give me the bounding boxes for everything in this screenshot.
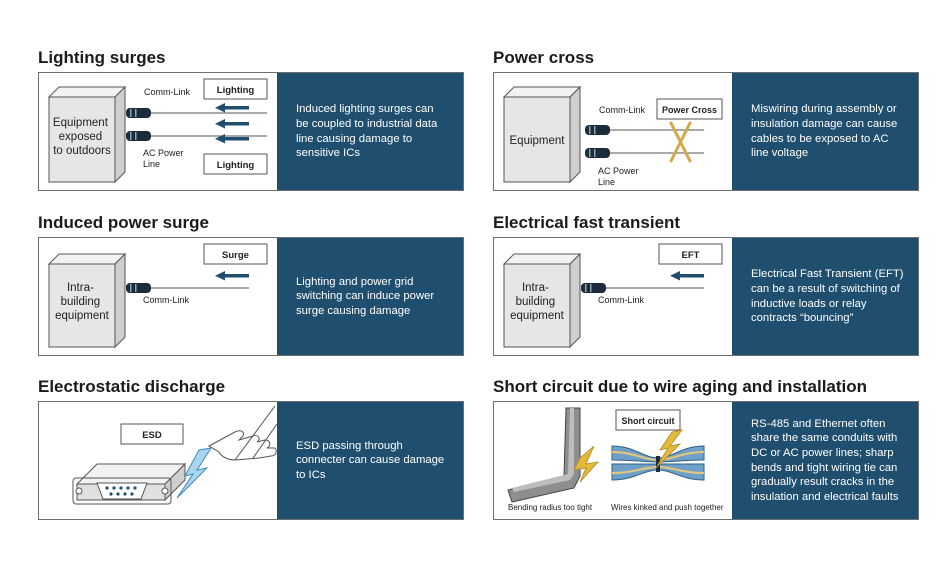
panel-card: Equipment exposed to outdoors Comm-Link … xyxy=(38,72,464,191)
power-cross-illustration: Equipment Comm-Link AC Power Line Power … xyxy=(502,85,723,187)
db9-connector-icon xyxy=(72,462,187,505)
cross-icon xyxy=(669,121,692,163)
panel-description: ESD passing through connecter can cause … xyxy=(277,402,463,519)
equipment-label: Equipment exposed to outdoors xyxy=(53,117,111,157)
eft-illustration: Intra- building equipment Comm-Link EFT xyxy=(502,243,723,349)
panel-card: ESD E xyxy=(38,401,464,520)
equipment-label: Intra- building equipment xyxy=(55,282,110,322)
panel-title: Induced power surge xyxy=(38,213,209,232)
ac-power-label: AC Power Line xyxy=(598,166,641,187)
induced-surge-illustration: Intra- building equipment Comm-Link Surg… xyxy=(47,243,268,349)
panel-card: Equipment Comm-Link AC Power Line Power … xyxy=(493,72,919,191)
panel-description: Miswiring during assembly or insulation … xyxy=(732,73,918,190)
short-circuit-tag xyxy=(615,409,681,431)
caption-right: Wires kinked and push together xyxy=(611,503,724,512)
surge-arrow-icon xyxy=(215,271,249,281)
panel-description: Lighting and power grid switching can in… xyxy=(277,238,463,355)
lighting-tag-top-text: Lighting xyxy=(217,85,255,96)
panel-title: Power cross xyxy=(493,48,595,67)
comm-link-label: Comm-Link xyxy=(144,87,191,97)
surge-arrow-icon xyxy=(215,103,249,144)
short-circuit-illustration: Bending radius too tight Short circuit W… xyxy=(507,407,724,512)
connector xyxy=(126,283,151,293)
bent-cable-icon xyxy=(507,407,600,503)
equipment-box xyxy=(503,96,571,183)
equipment-label: Intra- building equipment xyxy=(510,282,565,322)
connector-bottom xyxy=(126,131,151,141)
panel-card: Bending radius too tight Short circuit W… xyxy=(493,401,919,520)
hand-icon xyxy=(207,405,277,461)
panel-description: Electrical Fast Transient (EFT) can be a… xyxy=(732,238,918,355)
equipment-box xyxy=(48,96,116,183)
eft-tag xyxy=(658,243,723,265)
surge-tag-text: Surge xyxy=(222,250,249,261)
kinked-wires-icon xyxy=(611,429,705,481)
panel-description: RS-485 and Ethernet often share the same… xyxy=(732,402,918,519)
panel-description: Induced lighting surges can be coupled t… xyxy=(277,73,463,190)
connector-bottom xyxy=(585,148,610,158)
comm-link-label: Comm-Link xyxy=(598,295,645,305)
esd-illustration: ESD xyxy=(72,405,277,505)
eft-arrow-icon xyxy=(670,271,704,281)
ac-power-label: AC Power Line xyxy=(143,148,186,169)
power-cross-tag xyxy=(656,98,723,120)
panel-title: Electrical fast transient xyxy=(493,213,681,232)
connector xyxy=(581,283,606,293)
panel-title: Lighting surges xyxy=(38,48,166,67)
comm-link-label: Comm-Link xyxy=(143,295,190,305)
equipment-box xyxy=(503,263,571,348)
panel-title: Short circuit due to wire aging and inst… xyxy=(493,377,868,396)
esd-tag xyxy=(120,423,184,445)
lighting-surges-illustration: Equipment exposed to outdoors Comm-Link … xyxy=(47,78,268,184)
esd-spark-icon xyxy=(176,447,213,499)
lighting-tag-top xyxy=(203,78,268,100)
surge-tag xyxy=(203,243,268,265)
panel-card: Intra- building equipment Comm-Link EFT … xyxy=(493,237,919,356)
lighting-tag-bottom-text: Lighting xyxy=(217,160,255,171)
caption-left: Bending radius too tight xyxy=(508,503,593,512)
esd-tag-text: ESD xyxy=(142,430,162,441)
eft-tag-text: EFT xyxy=(682,250,700,261)
panel-title: Electrostatic discharge xyxy=(38,377,226,396)
panel-card: Intra- building equipment Comm-Link Surg… xyxy=(38,237,464,356)
equipment-label: Equipment xyxy=(510,135,566,147)
lighting-tag-bottom xyxy=(203,153,268,175)
connector-top xyxy=(126,108,151,118)
power-cross-tag-text: Power Cross xyxy=(662,105,717,115)
equipment-box xyxy=(48,263,116,348)
short-circuit-tag-text: Short circuit xyxy=(621,416,674,426)
connector-top xyxy=(585,125,610,135)
spark-icon xyxy=(655,429,683,469)
comm-link-label: Comm-Link xyxy=(599,105,646,115)
